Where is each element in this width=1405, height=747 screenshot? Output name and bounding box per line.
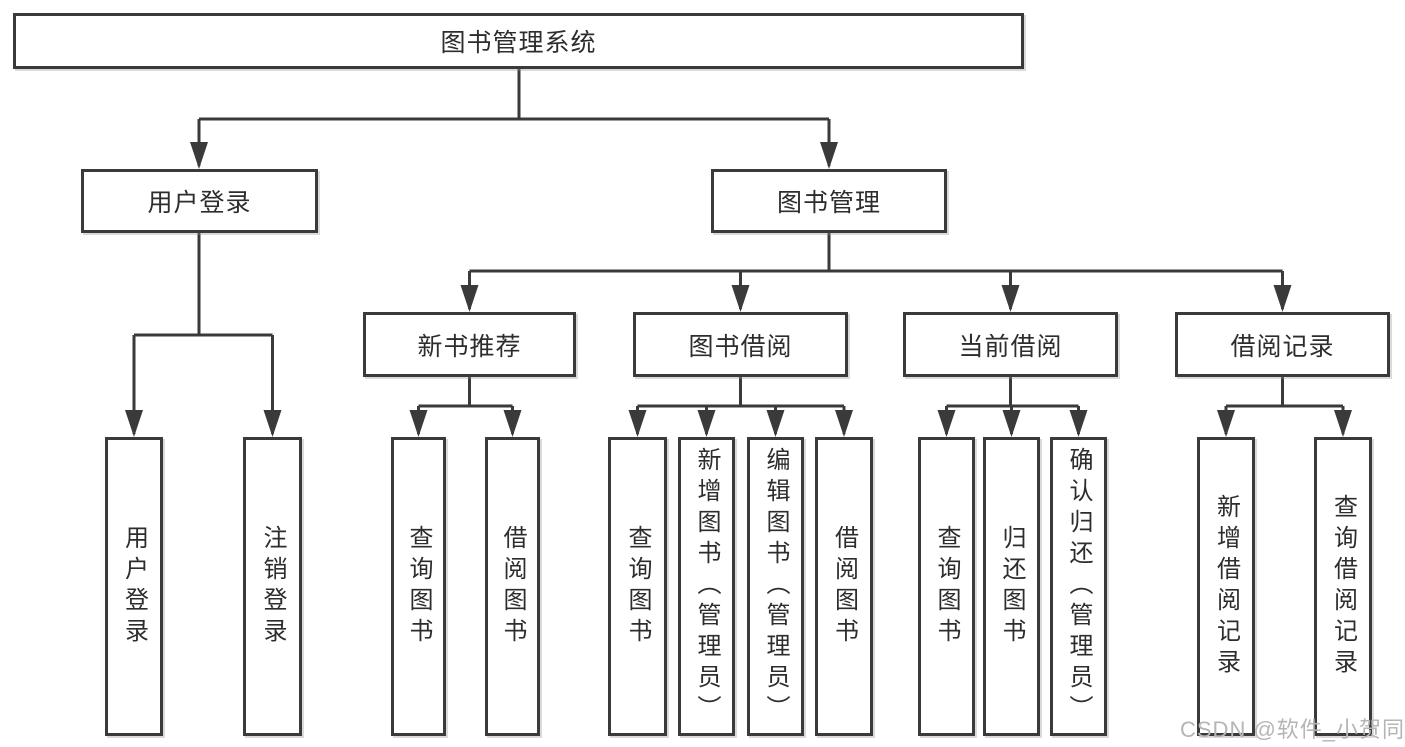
arrowhead	[460, 285, 479, 312]
leaf-nbr-query-books: 查询图书	[391, 437, 446, 736]
node-library-management-system: 图书管理系统	[13, 13, 1024, 69]
node-user-login: 用户登录	[81, 169, 318, 233]
node-label: 新书推荐	[417, 332, 522, 361]
node-label: 借阅记录	[1230, 332, 1335, 361]
node-label: 新增图书（管理员）	[693, 447, 720, 726]
connector-book-borrow-to-leaves	[628, 377, 853, 437]
arrowhead	[628, 410, 647, 437]
leaf-bb-borrow-books: 借阅图书	[815, 437, 873, 736]
arrowhead	[820, 142, 838, 169]
csdn-watermark: CSDN @软件_小贺同学	[1180, 717, 1405, 742]
leaf-br-add-borrow-record: 新增借阅记录	[1197, 437, 1255, 736]
connector-book-management-to-level2	[460, 233, 1292, 312]
node-label: 查询图书	[933, 524, 960, 649]
node-current-borrowing: 当前借阅	[903, 312, 1118, 377]
connector-current-borrow-to-leaves	[937, 377, 1088, 437]
arrowhead	[697, 410, 716, 437]
arrowhead	[1001, 285, 1020, 312]
node-label: 借阅图书	[830, 524, 858, 649]
arrowhead	[1069, 410, 1088, 437]
leaf-cb-confirm-return-admin: 确认归还（管理员）	[1050, 437, 1107, 736]
arrowhead	[1273, 285, 1292, 312]
node-label: 图书管理系统	[440, 29, 597, 57]
connector-records-to-leaves	[1217, 377, 1352, 437]
connector-root-to-level1	[190, 69, 838, 169]
arrowhead	[835, 410, 853, 437]
arrowhead	[1334, 410, 1352, 437]
leaf-cb-query-books: 查询图书	[918, 437, 975, 736]
node-label: 查询借阅记录	[1329, 493, 1357, 680]
arrowhead	[937, 410, 956, 437]
node-label: 编辑图书（管理员）	[762, 447, 789, 726]
node-label: 注销登录	[259, 524, 286, 649]
arrowhead	[731, 285, 750, 312]
node-label: 图书借阅	[688, 332, 793, 361]
node-book-management: 图书管理	[711, 169, 947, 233]
node-book-borrowing: 图书借阅	[633, 312, 848, 377]
node-new-book-recommendation: 新书推荐	[363, 312, 576, 377]
arrowhead	[190, 142, 208, 169]
leaf-logout-login: 注销登录	[243, 437, 302, 736]
node-label: 用户登录	[147, 189, 252, 217]
node-borrowing-records: 借阅记录	[1175, 312, 1390, 377]
arrowhead	[1002, 410, 1021, 437]
node-label: 图书管理	[776, 189, 881, 217]
arrowhead	[503, 410, 522, 437]
node-label: 用户登录	[120, 524, 148, 649]
leaf-bb-query-books: 查询图书	[608, 437, 667, 736]
node-label: 当前借阅	[958, 332, 1063, 361]
leaf-user-login: 用户登录	[105, 437, 163, 736]
node-label: 新增借阅记录	[1212, 493, 1240, 680]
node-label: 归还图书	[998, 524, 1025, 649]
connector-user-login-to-leaves	[125, 233, 282, 437]
node-label: 查询图书	[405, 524, 432, 649]
connector-new-book-to-leaves	[409, 377, 522, 437]
leaf-cb-return-books: 归还图书	[983, 437, 1040, 736]
arrowhead	[766, 410, 785, 437]
arrowhead	[409, 410, 428, 437]
arrowhead	[263, 410, 282, 437]
leaf-bb-add-books-admin: 新增图书（管理员）	[678, 437, 735, 736]
arrowhead	[1217, 410, 1235, 437]
node-label: 确认归还（管理员）	[1065, 447, 1092, 726]
node-label: 借阅图书	[499, 524, 526, 649]
leaf-bb-edit-books-admin: 编辑图书（管理员）	[747, 437, 804, 736]
leaf-br-query-borrow-record: 查询借阅记录	[1314, 437, 1372, 736]
arrowhead	[125, 410, 143, 437]
node-label: 查询图书	[624, 524, 651, 649]
leaf-nbr-borrow-books: 借阅图书	[485, 437, 540, 736]
